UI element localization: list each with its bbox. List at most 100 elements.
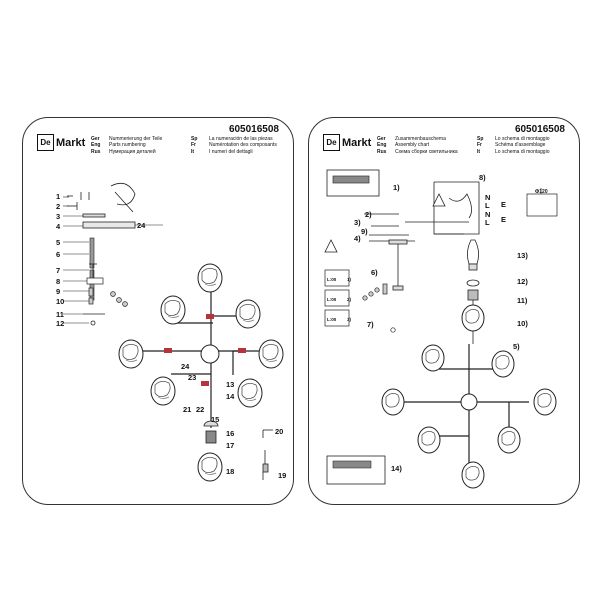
wire-label-l: L bbox=[485, 201, 490, 210]
label-20: 20 bbox=[275, 427, 283, 436]
chandelier-hub bbox=[460, 393, 478, 411]
label-4: 4 bbox=[56, 222, 61, 231]
part-9-10-connectors bbox=[88, 287, 128, 307]
part-3-canopy-plate bbox=[82, 182, 136, 218]
wire-terminal-labels: N L N L E E bbox=[485, 193, 506, 227]
wire-label-n: N bbox=[485, 193, 490, 202]
lamp-shades bbox=[118, 263, 284, 482]
label-13: 13 bbox=[226, 380, 234, 389]
label-3: 3 bbox=[56, 212, 60, 221]
step-8-label: 8) bbox=[479, 173, 486, 182]
part-12-ring bbox=[90, 320, 96, 326]
label-8: 8 bbox=[56, 277, 60, 286]
step-6-label: 6) bbox=[371, 268, 378, 277]
sub-label-6: 3) bbox=[347, 317, 352, 322]
label-6: 6 bbox=[56, 250, 60, 259]
product-code: 605016508 bbox=[514, 124, 565, 135]
step-2-label: 2) bbox=[365, 210, 372, 219]
step-4-label: 4) bbox=[354, 234, 361, 243]
logo-text: Markt bbox=[342, 136, 372, 149]
step-3-label: 3) bbox=[354, 218, 361, 227]
part-1-screws bbox=[67, 192, 90, 200]
logo-mark: De bbox=[323, 134, 340, 151]
warning-icons bbox=[324, 193, 446, 253]
sub-label-4: 1) bbox=[347, 277, 352, 282]
part-7-tube bbox=[89, 263, 97, 278]
brand-logo: De Markt bbox=[37, 134, 85, 151]
label-14: 14 bbox=[226, 392, 235, 401]
label-17: 17 bbox=[226, 441, 234, 450]
label-9: 9 bbox=[56, 287, 60, 296]
label-18: 18 bbox=[226, 467, 234, 476]
label-10: 10 bbox=[56, 297, 64, 306]
label-19: 19 bbox=[278, 471, 286, 480]
part-4-canopy bbox=[82, 221, 136, 229]
sub-label-2: L:00 bbox=[327, 297, 337, 302]
parts-diagram: 1 2 3 4 5 6 7 8 9 10 11 12 13 14 15 16 1… bbox=[56, 182, 286, 482]
label-5: 5 bbox=[56, 238, 60, 247]
label-23: 23 bbox=[188, 373, 196, 382]
product-code: 605016508 bbox=[228, 124, 279, 135]
part-number-labels: 1 2 3 4 5 6 7 8 9 10 11 12 13 14 15 16 1… bbox=[56, 192, 286, 480]
step-5-label: 5) bbox=[513, 342, 520, 351]
step-12-label: 12) bbox=[517, 277, 528, 286]
connector-parts bbox=[362, 283, 396, 333]
step-14-box bbox=[326, 455, 386, 485]
part-19-20-tools bbox=[262, 429, 273, 480]
brand-logo: De Markt bbox=[323, 134, 371, 151]
step-14-label: 14) bbox=[391, 464, 402, 473]
label-15: 15 bbox=[211, 415, 219, 424]
sub-label-1: L:00 bbox=[327, 277, 337, 282]
label-24: 24 bbox=[137, 221, 146, 230]
chandelier-hub bbox=[200, 344, 220, 364]
label-11: 11 bbox=[56, 310, 64, 319]
step-10-label: 10) bbox=[517, 319, 528, 328]
wire-label-n2: N bbox=[485, 210, 490, 219]
label-2: 2 bbox=[56, 202, 60, 211]
ceiling-bracket bbox=[364, 182, 469, 291]
label-24-hub: 24 bbox=[181, 362, 190, 371]
step-9-label: 9) bbox=[361, 227, 368, 236]
wire-label-l2: L bbox=[485, 218, 490, 227]
step-13-label: 13) bbox=[517, 251, 528, 260]
label-22: 22 bbox=[196, 405, 204, 414]
sub-label-5: 2) bbox=[347, 297, 352, 302]
step-7-label: 7) bbox=[367, 320, 374, 329]
sub-label-3: L:00 bbox=[327, 317, 337, 322]
part-5-rod bbox=[89, 237, 95, 269]
label-1: 1 bbox=[56, 192, 60, 201]
sub-step-boxes bbox=[324, 269, 350, 327]
wire-label-e2: E bbox=[501, 215, 506, 224]
label-16: 16 bbox=[226, 429, 234, 438]
step-1-label: 1) bbox=[393, 183, 400, 192]
assembly-diagram: 1) N L N L E E bbox=[324, 169, 558, 489]
parts-15-17 bbox=[203, 408, 219, 444]
dimension-block bbox=[526, 188, 558, 217]
label-12: 12 bbox=[56, 319, 64, 328]
wire-label-e: E bbox=[501, 200, 506, 209]
label-7: 7 bbox=[56, 266, 60, 275]
label-21: 21 bbox=[183, 405, 191, 414]
step-11-label: 11) bbox=[517, 296, 528, 305]
part-8-coupler bbox=[86, 277, 104, 285]
logo-text: Markt bbox=[56, 136, 86, 149]
connector-highlights bbox=[164, 314, 246, 386]
